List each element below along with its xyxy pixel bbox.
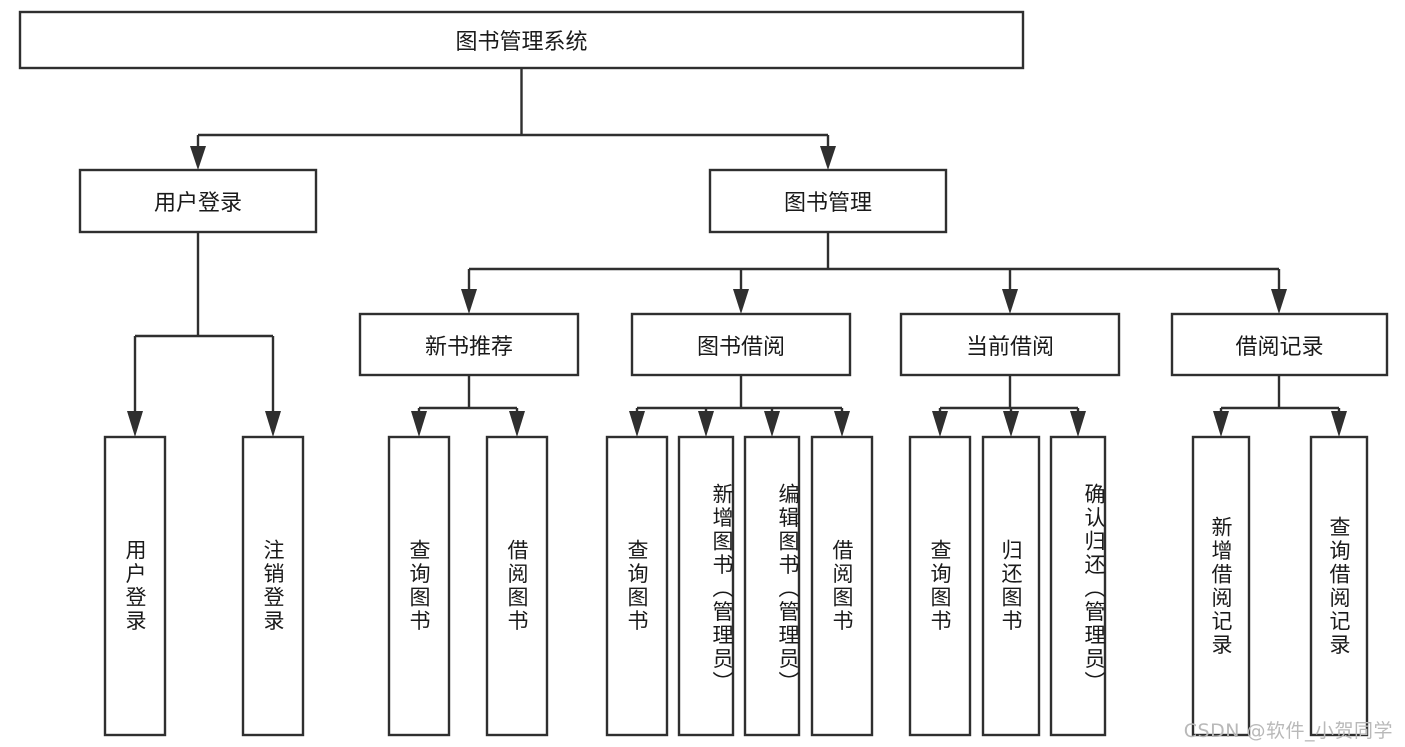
node-box-leaf-query-book-borrow[interactable] (605, 435, 669, 737)
csdn-watermark: CSDN @软件_小贺同学 (1183, 720, 1393, 742)
arrow-new-book-leaf-1 (411, 411, 427, 437)
node-box-leaf-query-borrow-record[interactable] (1309, 435, 1369, 737)
arrow-book-mgmt-child-3 (1002, 289, 1018, 314)
node-box-leaf-return-book[interactable] (981, 435, 1041, 737)
node-box-leaf-add-borrow-record[interactable] (1191, 435, 1251, 737)
node-box-leaf-query-book-recommend[interactable] (387, 435, 451, 737)
node-box-leaf-user-login[interactable] (103, 435, 167, 737)
arrow-user-login-leaf-2 (265, 411, 281, 437)
node-box-leaf-add-book[interactable] (677, 435, 735, 737)
arrow-root-to-user-login (190, 146, 206, 170)
arrow-book-borrow-leaf-4 (834, 411, 850, 437)
arrow-root-to-book-mgmt (820, 146, 836, 170)
node-box-layer (18, 10, 1389, 737)
arrow-book-mgmt-child-1 (461, 289, 477, 314)
node-box-current-borrow[interactable] (899, 312, 1121, 377)
arrow-borrow-record-leaf-1 (1213, 411, 1229, 437)
arrow-borrow-record-leaf-2 (1331, 411, 1347, 437)
node-box-user-login[interactable] (78, 168, 318, 234)
node-box-new-book-recommend[interactable] (358, 312, 580, 377)
node-box-book-borrow[interactable] (630, 312, 852, 377)
arrow-book-borrow-leaf-2 (698, 411, 714, 437)
arrow-book-borrow-leaf-3 (764, 411, 780, 437)
arrow-book-borrow-leaf-1 (629, 411, 645, 437)
connector-layer (127, 68, 1347, 437)
arrow-user-login-leaf-1 (127, 411, 143, 437)
arrow-current-borrow-leaf-3 (1070, 411, 1086, 437)
node-box-leaf-query-book-current[interactable] (908, 435, 972, 737)
arrow-book-mgmt-child-4 (1271, 289, 1287, 314)
node-box-book-management[interactable] (708, 168, 948, 234)
node-box-leaf-edit-book[interactable] (743, 435, 801, 737)
node-box-root[interactable] (18, 10, 1025, 70)
arrow-current-borrow-leaf-2 (1003, 411, 1019, 437)
arrow-book-mgmt-child-2 (733, 289, 749, 314)
node-box-leaf-borrow-book-borrow[interactable] (810, 435, 874, 737)
arrow-current-borrow-leaf-1 (932, 411, 948, 437)
node-box-leaf-borrow-book-recommend[interactable] (485, 435, 549, 737)
node-box-leaf-confirm-return[interactable] (1049, 435, 1107, 737)
node-box-leaf-logout[interactable] (241, 435, 305, 737)
node-box-borrow-record[interactable] (1170, 312, 1389, 377)
arrow-new-book-leaf-2 (509, 411, 525, 437)
